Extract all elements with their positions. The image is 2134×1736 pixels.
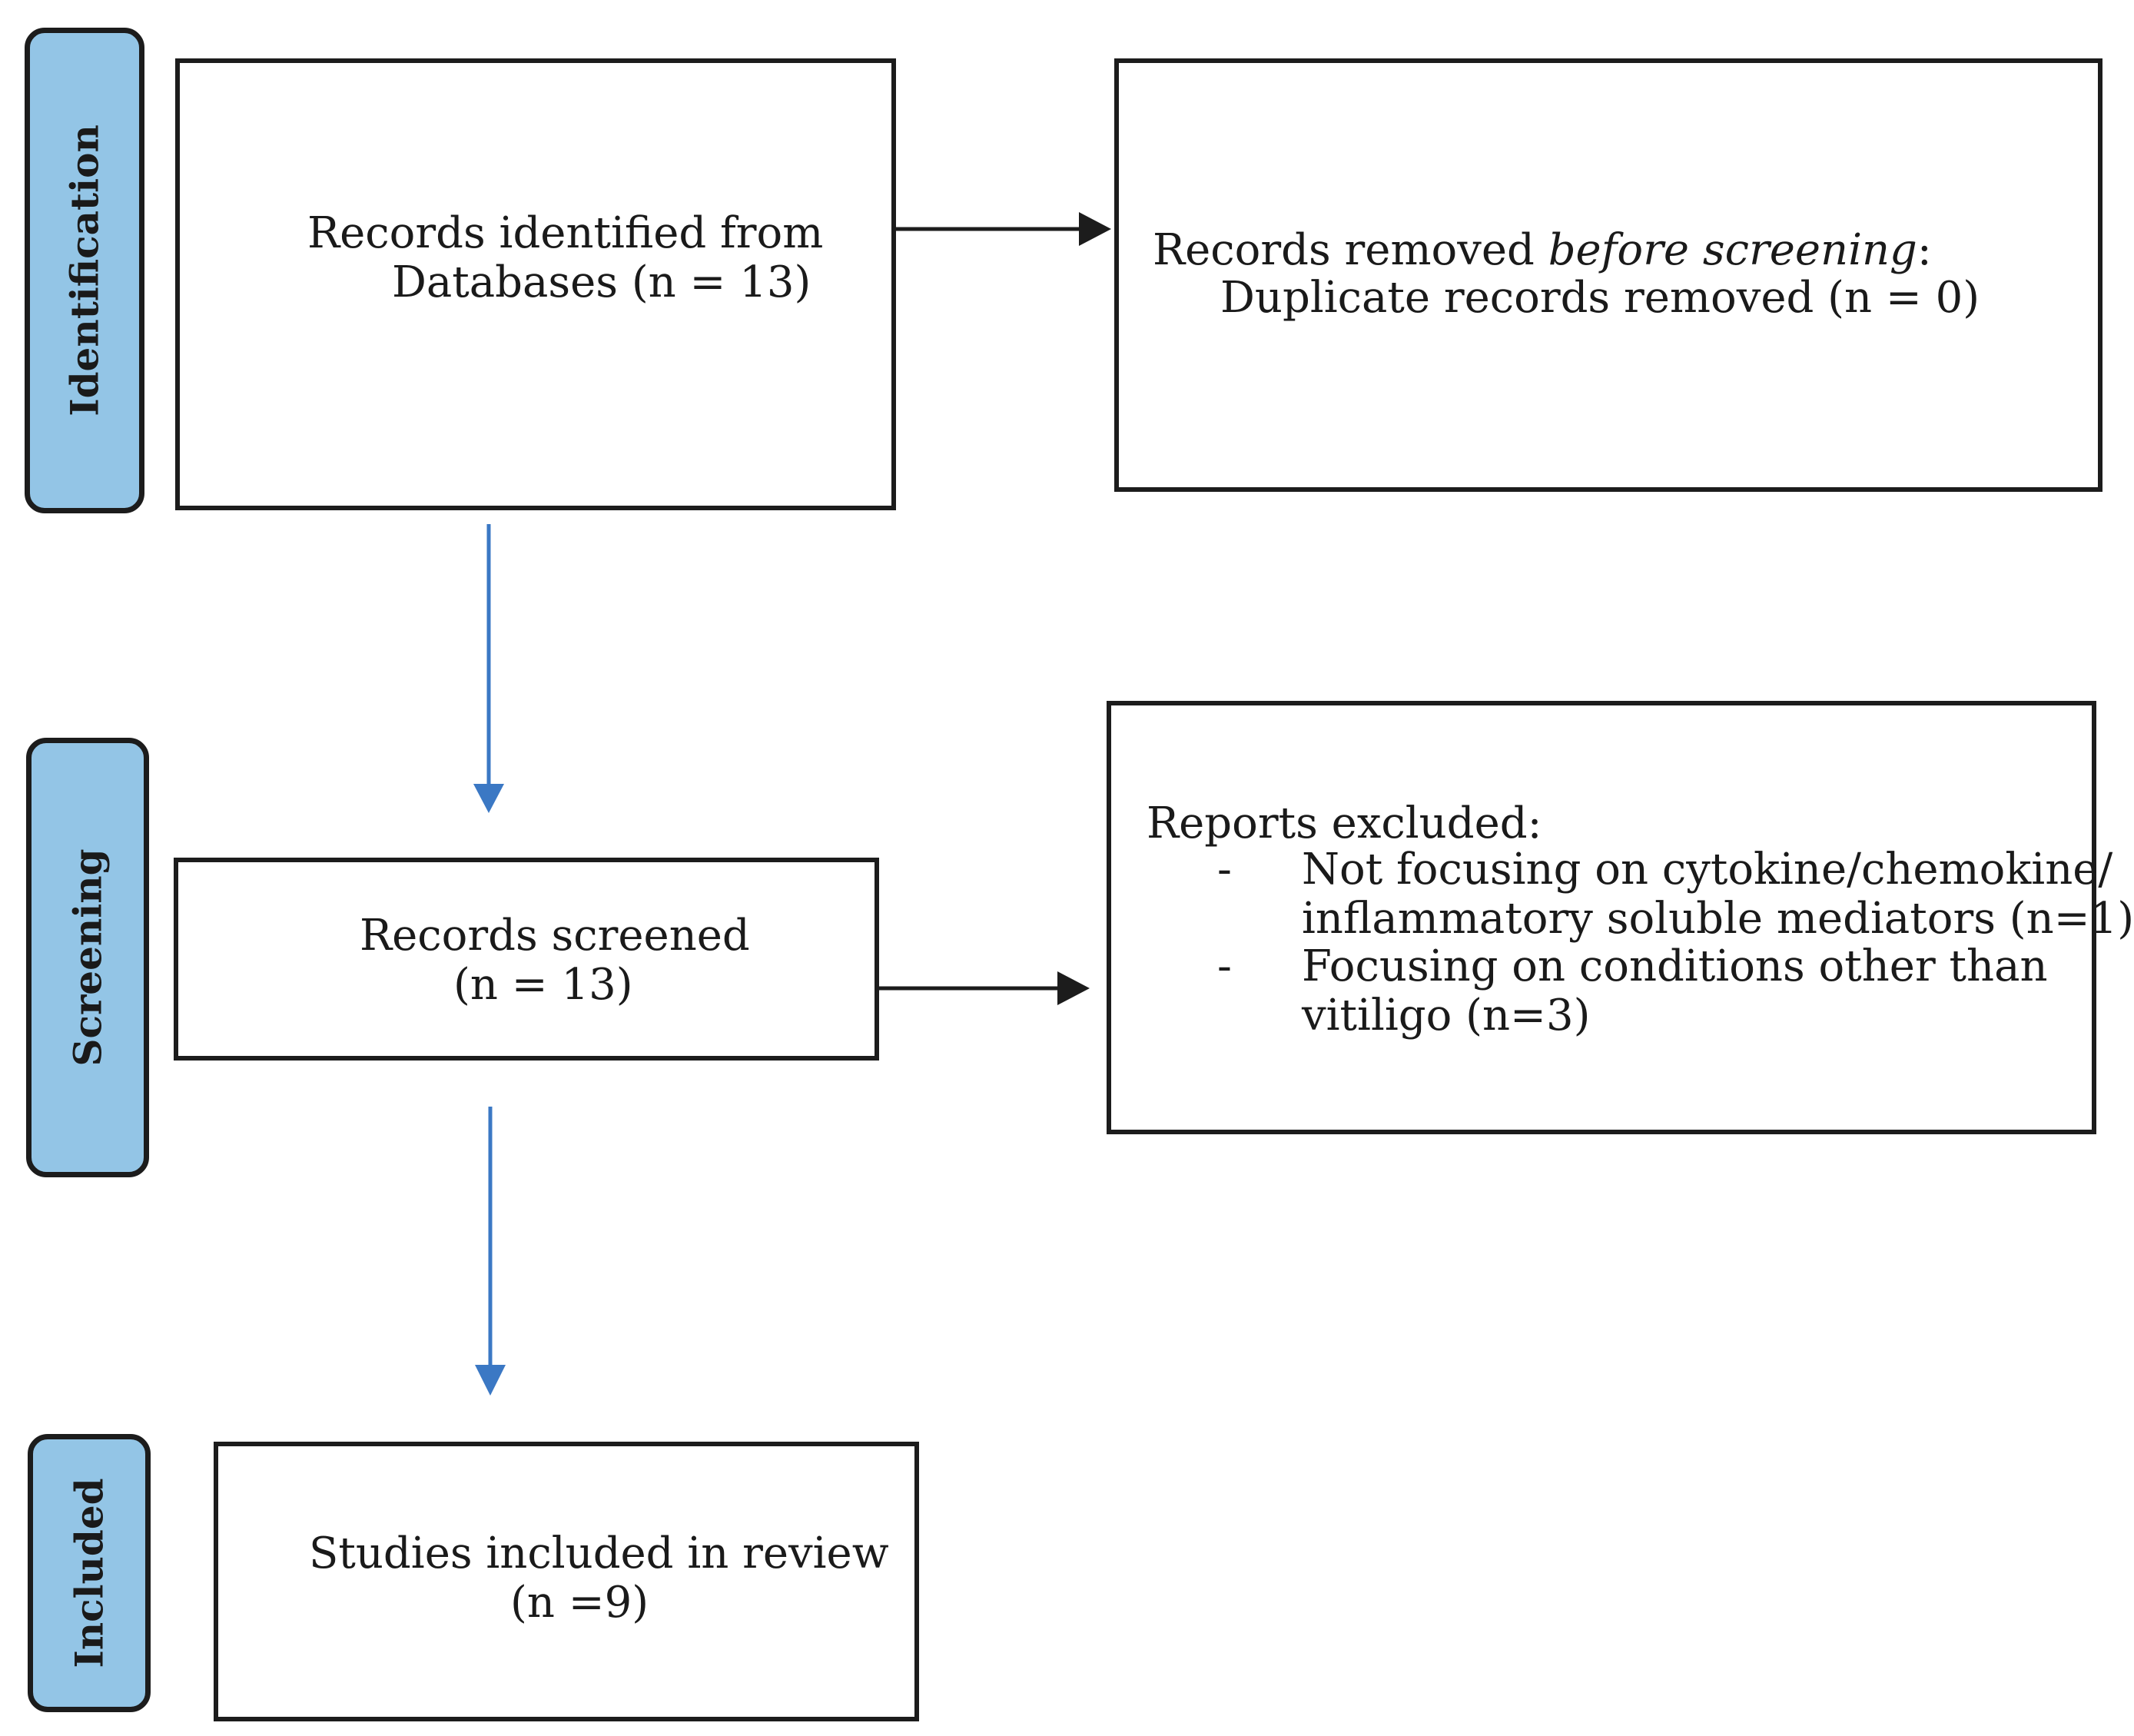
records-identified-line2: Databases (n = 13)	[392, 257, 811, 307]
studies-included-line1: Studies included in review	[309, 1529, 889, 1578]
exclusion-2-bullet: -	[1217, 941, 1232, 991]
studies-included-box	[214, 1442, 919, 1721]
arrow-identified-to-removed	[896, 212, 1111, 246]
records-removed-prefix: Records removed	[1153, 225, 1548, 275]
reports-excluded-box	[1107, 701, 2096, 1134]
records-screened-line2: (n = 13)	[453, 960, 633, 1010]
exclusion-1-line1: Not focusing on cytokine/chemokine/	[1302, 845, 2113, 895]
arrow-identified-to-screened	[473, 524, 504, 813]
exclusion-1-bullet: -	[1217, 845, 1232, 895]
exclusion-2-line2: vitiligo (n=3)	[1302, 991, 1591, 1041]
arrow-screened-to-included	[475, 1107, 506, 1396]
records-removed-suffix: :	[1917, 225, 1932, 275]
arrow-screened-to-excluded	[879, 971, 1090, 1005]
exclusion-1-line2: inflammatory soluble mediators (n=1)	[1302, 894, 2134, 944]
reports-excluded-title: Reports excluded:	[1147, 798, 1542, 848]
records-identified-box	[175, 58, 896, 510]
records-identified-line1: Records identified from	[307, 208, 824, 258]
records-removed-emphasis: before screening	[1548, 225, 1917, 275]
records-screened-box	[174, 858, 879, 1061]
phase-identification: Identification	[25, 28, 144, 513]
studies-included-line2: (n =9)	[510, 1578, 649, 1628]
duplicate-records-removed: Duplicate records removed (n = 0)	[1220, 273, 1980, 323]
records-removed-box	[1114, 58, 2102, 492]
phase-included: Included	[28, 1434, 151, 1712]
phase-screening: Screening	[26, 738, 149, 1177]
records-removed-title: Records removed before screening:	[1153, 226, 1932, 275]
records-screened-line1: Records screened	[360, 911, 750, 961]
exclusion-2-line1: Focusing on conditions other than	[1302, 941, 2048, 991]
